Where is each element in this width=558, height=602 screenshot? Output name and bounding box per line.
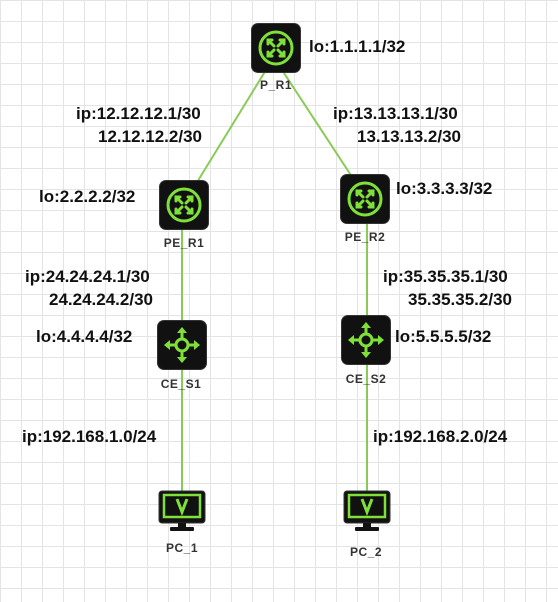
lo-label-pe-r2: lo:3.3.3.3/32: [396, 179, 493, 198]
device-label-pc-2: PC_2: [349, 545, 383, 559]
ip-label-pr1-per2-b: 13.13.13.2/30: [357, 127, 461, 146]
ip-label-per1-ces1-b: 24.24.24.2/30: [49, 290, 153, 309]
lo-label-ce-s1: lo:4.4.4.4/32: [36, 327, 133, 346]
ip-label-per2-ces2-b: 35.35.35.2/30: [408, 290, 512, 309]
lan-label-1: ip:192.168.1.0/24: [22, 427, 157, 446]
ip-label-per2-ces2-a: ip:35.35.35.1/30: [383, 267, 508, 286]
device-label-ce-s2: CE_S2: [345, 372, 387, 386]
link-pr1-per2: [281, 69, 359, 187]
device-label-pc-1: PC_1: [165, 541, 199, 555]
pc-monitor-icon: [158, 490, 206, 531]
device-label-ce-s1: CE_S1: [160, 377, 202, 391]
device-label-pe-r2: PE_R2: [344, 230, 386, 244]
link-pr1-per1: [190, 69, 267, 193]
ip-label-pr1-per1-a: ip:12.12.12.1/30: [76, 104, 201, 123]
router-p-r1[interactable]: [252, 24, 300, 72]
ip-label-pr1-per1-b: 12.12.12.2/30: [98, 127, 202, 146]
lo-label-pe-r1: lo:2.2.2.2/32: [39, 187, 136, 206]
lan-label-2: ip:192.168.2.0/24: [373, 427, 508, 446]
ip-label-pr1-per2-a: ip:13.13.13.1/30: [333, 104, 458, 123]
switch-ce-s1[interactable]: [158, 321, 206, 369]
lo-label-ce-s2: lo:5.5.5.5/32: [395, 327, 492, 346]
lo-label-p-r1: lo:1.1.1.1/32: [309, 37, 406, 56]
switch-ce-s2[interactable]: [342, 316, 390, 364]
router-icon: [258, 30, 294, 66]
switch-icon: [348, 322, 384, 358]
pc-monitor-icon: [343, 490, 391, 531]
switch-icon: [164, 327, 200, 363]
device-label-p-r1: P_R1: [259, 78, 293, 92]
router-icon: [347, 181, 383, 217]
router-pe-r2[interactable]: [341, 175, 389, 223]
pc-2[interactable]: [343, 490, 391, 531]
ip-label-per1-ces1-a: ip:24.24.24.1/30: [25, 267, 150, 286]
router-icon: [166, 187, 202, 223]
pc-1[interactable]: [158, 490, 206, 531]
router-pe-r1[interactable]: [160, 181, 208, 229]
device-label-pe-r1: PE_R1: [163, 236, 205, 250]
